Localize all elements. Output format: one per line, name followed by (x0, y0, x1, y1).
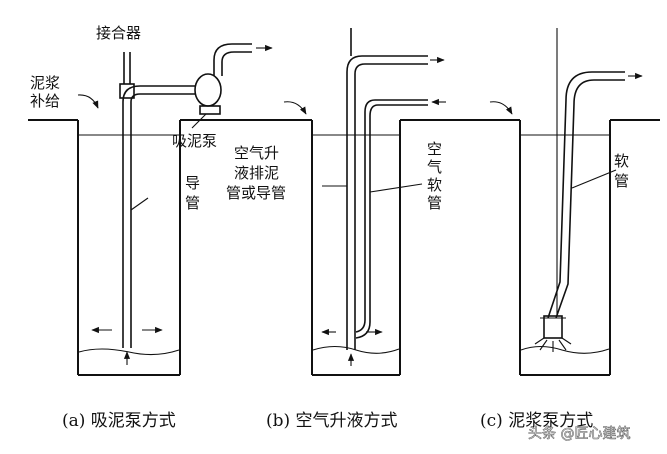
guide-pipe-leader (130, 197, 149, 211)
panel-b-air-lift: 空气升 液排泥 管或导管 空 气 软 管 (226, 28, 470, 376)
caption-a: (a) 吸泥泵方式 (62, 411, 176, 431)
slurry-supply-label-2: 补给 (30, 92, 60, 110)
suction-line-bottom (130, 93, 196, 103)
sediment-line (520, 345, 610, 354)
caption-c: (c) 泥浆泵方式 (480, 411, 593, 431)
airlift-pipe-inner (354, 63, 428, 350)
air-hose-label-1: 空 (427, 140, 442, 158)
slurry-supply-label-1: 泥浆 (30, 74, 60, 92)
pump-leader (191, 113, 207, 129)
guide-pipe-label-2: 管 (185, 194, 200, 212)
air-hose-outer (355, 99, 428, 333)
hose-leader (571, 169, 617, 189)
suction-line-top (122, 85, 196, 103)
suction-pump-body (194, 73, 222, 107)
airlift-pipe-label-2: 液排泥 (234, 164, 279, 182)
hose-label-1: 软 (614, 152, 629, 170)
sediment-line (312, 345, 400, 354)
air-hose-label-4: 管 (427, 194, 442, 212)
watermark: 头条 @匠心建筑 (528, 425, 630, 442)
airlift-pipe-outer (346, 55, 428, 350)
pump-base (199, 105, 221, 115)
airlift-pipe-label-1: 空气升 (234, 144, 279, 162)
discharge-pipe-outer (213, 43, 252, 76)
connector-body (119, 83, 135, 99)
guide-pipe-label-1: 导 (185, 174, 200, 192)
panel-c-slurry-pump: 软 管 (470, 28, 660, 376)
submersible-pump (543, 315, 563, 339)
hose-label-2: 管 (614, 172, 629, 190)
slurry-supply-arrow (489, 101, 513, 115)
sediment-line (78, 348, 180, 356)
panel-a-suction-pump: 接合器 泥浆 补给 吸泥泵 导 管 (28, 24, 273, 376)
caption-b: (b) 空气升液方式 (266, 411, 398, 431)
hose-outer (547, 71, 625, 319)
air-hose-label-2: 气 (427, 158, 442, 176)
air-hose-inner (355, 104, 428, 339)
air-hose-leader (369, 183, 423, 193)
air-hose-label-3: 软 (427, 176, 442, 194)
suction-pump-label: 吸泥泵 (172, 132, 217, 150)
slurry-supply-arrow (77, 94, 99, 109)
slurry-supply-arrow (283, 101, 307, 115)
discharge-pipe-inner (221, 51, 252, 76)
airlift-pipe-label-3: 管或导管 (226, 184, 286, 202)
connector-label: 接合器 (96, 24, 141, 42)
hose-inner (555, 79, 625, 319)
